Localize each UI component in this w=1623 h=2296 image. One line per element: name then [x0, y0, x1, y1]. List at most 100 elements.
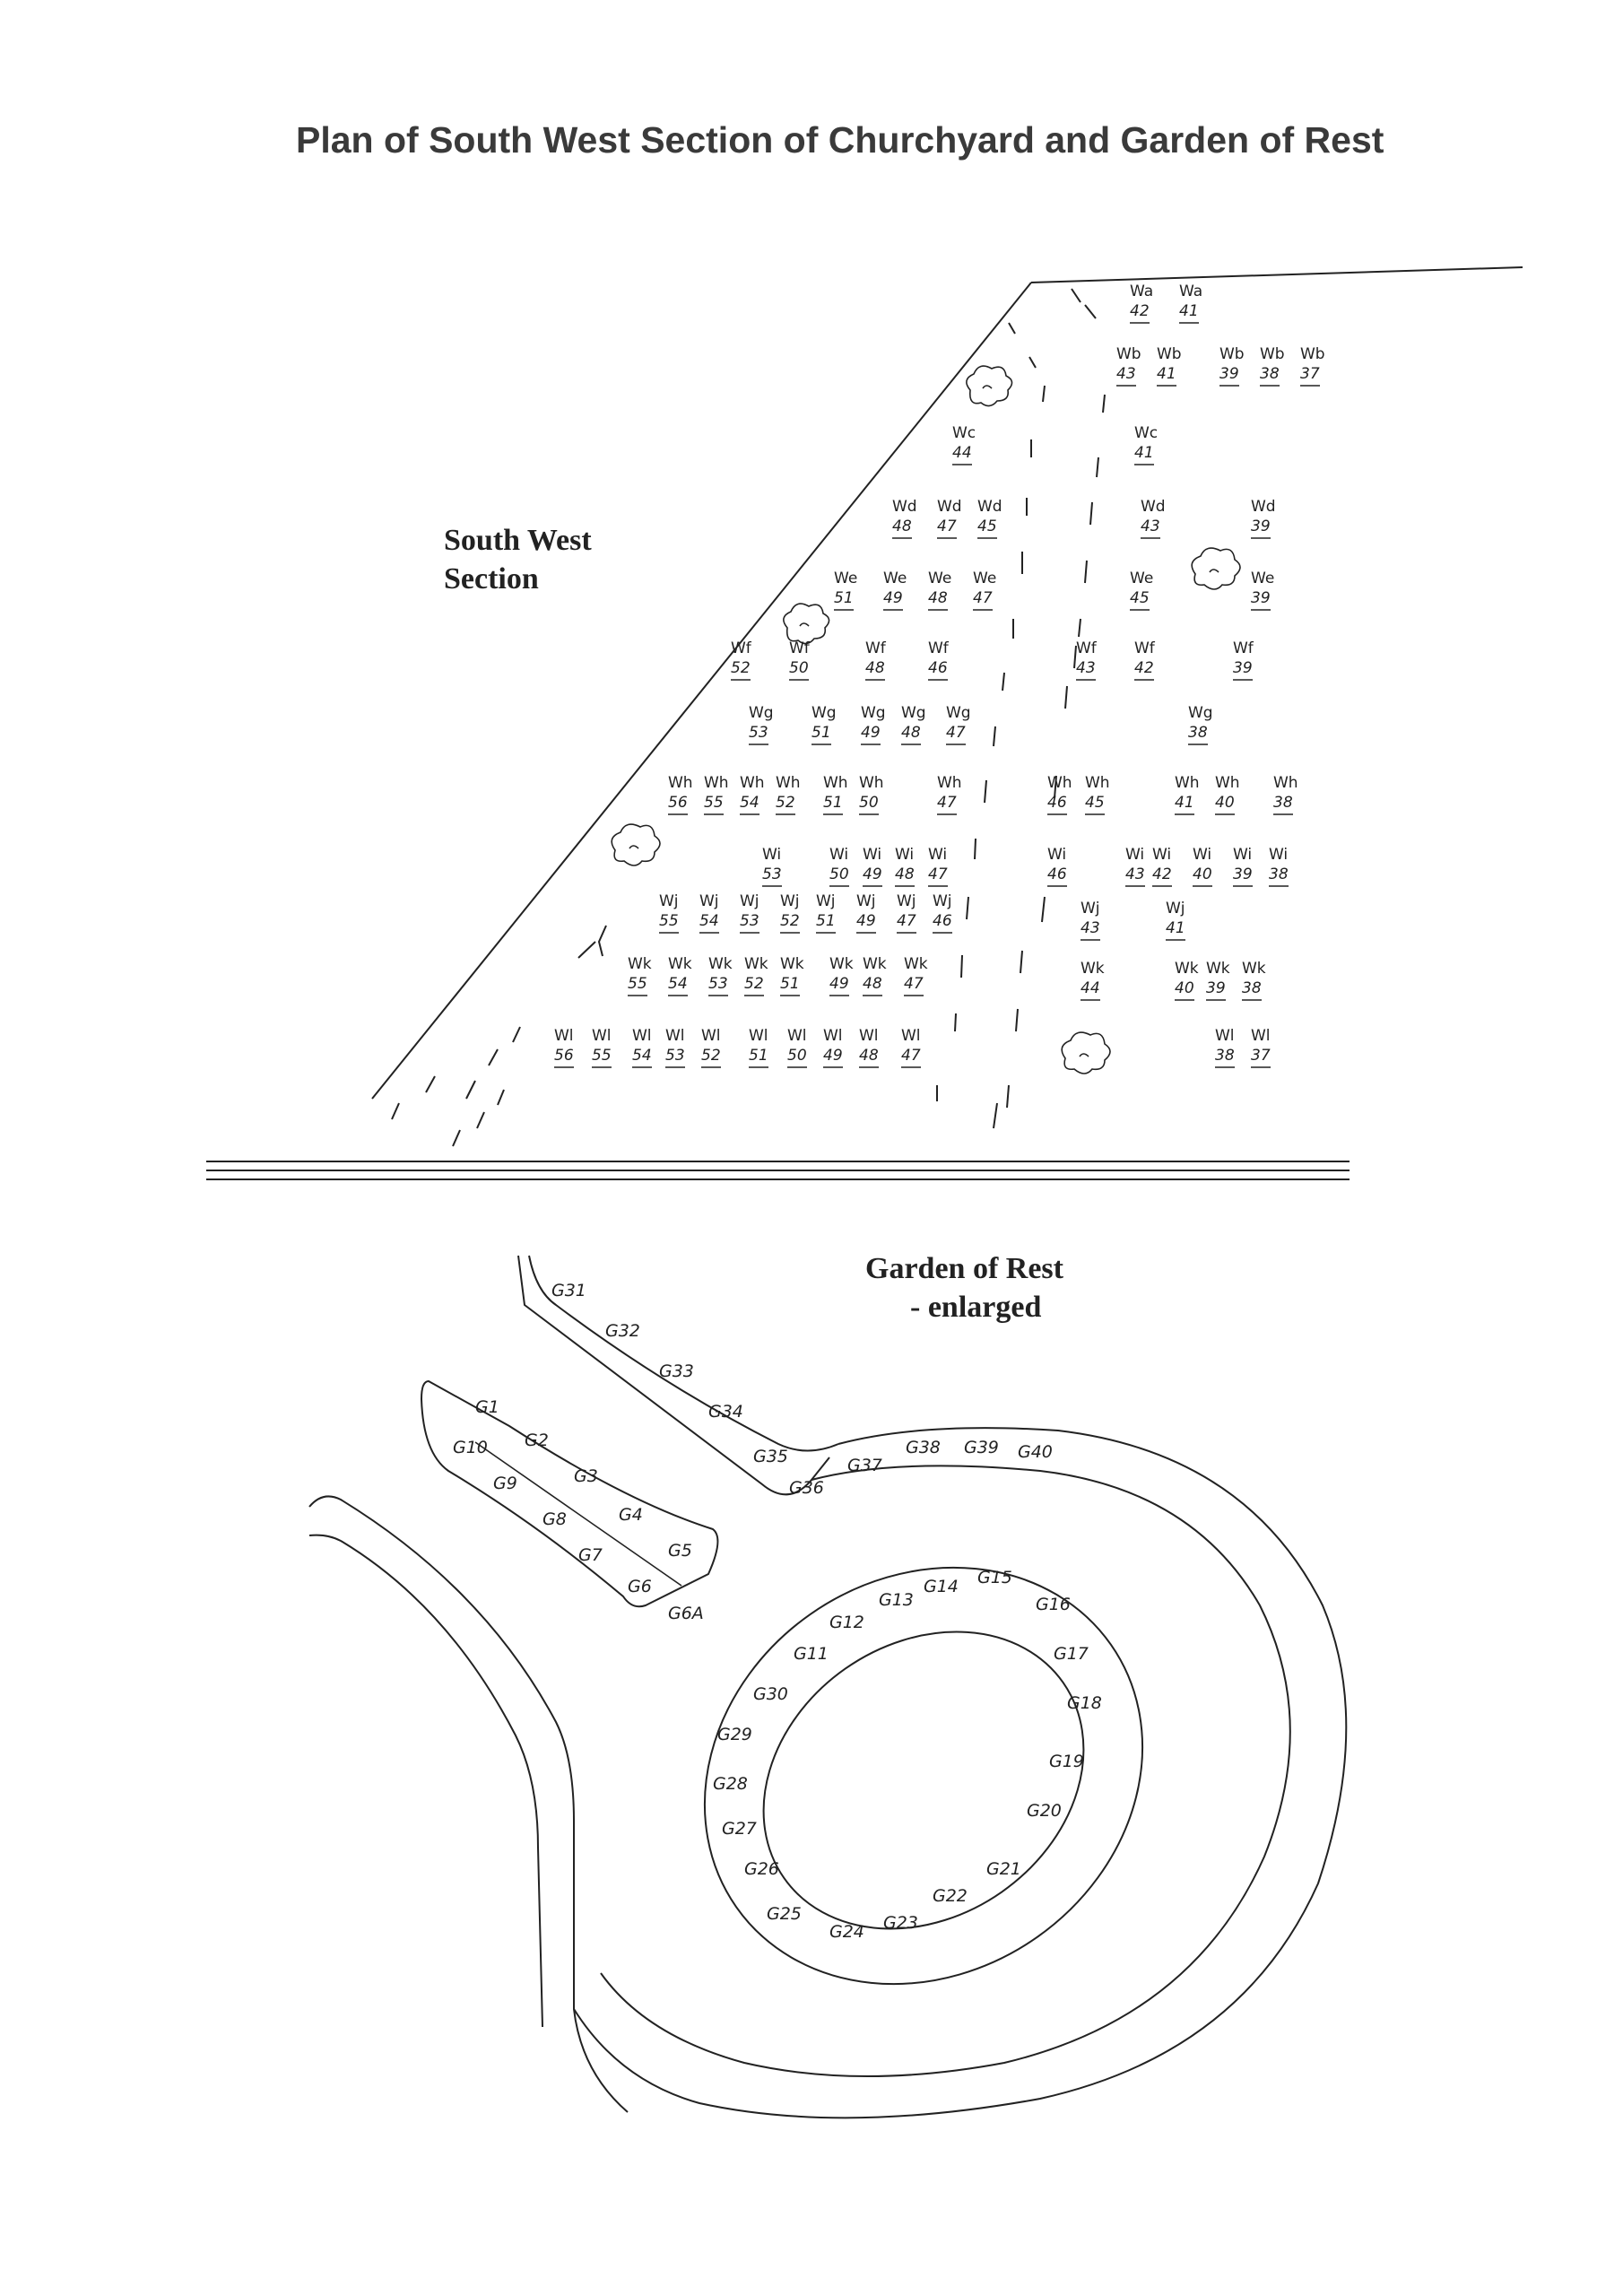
island-outline	[420, 1379, 719, 1608]
grave-plot-number: 41	[1166, 919, 1185, 937]
upper-strip-outline	[528, 1255, 839, 1452]
grave-plot-number: 53	[762, 865, 782, 883]
grave-row-code: Wl	[592, 1027, 612, 1045]
section-label-line2: Section	[444, 562, 539, 596]
grave-plot-number: 40	[1193, 865, 1212, 883]
grave-plot-number: 43	[1081, 919, 1100, 937]
grave-row-code: Wh	[1047, 774, 1072, 792]
grave-row-code: We	[1251, 570, 1274, 587]
grave-row-code: Wi	[1152, 846, 1171, 864]
grave-plot-number: 47	[928, 865, 948, 883]
grave-plot-number: 54	[699, 912, 719, 930]
grave-plot-number: 47	[937, 517, 957, 535]
grave-plot-number: 52	[776, 794, 795, 812]
grave-row-code: Wg	[901, 704, 926, 722]
grave-row-code: Wi	[1233, 846, 1252, 864]
grave-row-code: Wl	[901, 1027, 921, 1045]
garden-plot-label: G28	[713, 1774, 748, 1794]
grave-plot-number: 54	[668, 975, 688, 993]
grave-plot-number: 48	[863, 975, 882, 993]
grave-plot-number: 46	[1047, 794, 1067, 812]
grave-row-code: Wi	[1193, 846, 1211, 864]
grave-plot-number: 51	[749, 1047, 768, 1065]
grave-row-code: Wj	[699, 892, 719, 910]
section-label-line1: South West	[444, 524, 592, 557]
garden-plot-label: G12	[829, 1613, 864, 1632]
grave-plot-number: 52	[731, 659, 751, 677]
grave-row-code: Wd	[1141, 498, 1166, 516]
grave-plot-number: 47	[946, 724, 966, 742]
garden-plot-label: G30	[753, 1684, 788, 1704]
grave-plot-number: 37	[1300, 365, 1320, 383]
grave-plot-number: 49	[829, 975, 849, 993]
grave-plot-number: 48	[901, 724, 921, 742]
grave-plot-number: 50	[859, 794, 879, 812]
garden-plot-label: G6A	[668, 1604, 704, 1623]
grave-row-code: Wl	[701, 1027, 721, 1045]
grave-row-code: Wg	[749, 704, 774, 722]
grave-plot-number: 46	[1047, 865, 1067, 883]
grave-row-code: Wi	[863, 846, 881, 864]
grave-plot-number: 54	[632, 1047, 652, 1065]
grave-row-code: Wi	[928, 846, 947, 864]
grave-row-code: Wf	[928, 639, 950, 657]
grave-row-code: Wd	[1251, 498, 1276, 516]
grave-plot-number: 39	[1251, 517, 1271, 535]
garden-plot-label: G38	[906, 1438, 941, 1457]
grave-row-code: Wh	[937, 774, 962, 792]
grave-row-code: Wb	[1116, 345, 1141, 363]
grave-plot-number: 43	[1076, 659, 1096, 677]
grave-row-code: Wg	[861, 704, 886, 722]
grave-row-code: Wl	[665, 1027, 685, 1045]
grave-row-code: We	[834, 570, 857, 587]
shrub-icon	[783, 603, 830, 645]
grave-row-code: Wk	[1242, 960, 1266, 978]
inner-track-inner	[762, 1631, 1085, 1930]
grave-plot-number: 48	[859, 1047, 879, 1065]
grave-plot-number: 39	[1251, 589, 1271, 607]
grave-plot: Wh 46	[1047, 774, 1072, 815]
garden-plot-label: G17	[1054, 1644, 1089, 1664]
grave-row-code: Wf	[789, 639, 811, 657]
grave-plot-number: 42	[1134, 659, 1154, 677]
grave-plot-number: 47	[904, 975, 924, 993]
grave-plot-number: 49	[856, 912, 876, 930]
grave-row-code: Wj	[816, 892, 836, 910]
grave-plot-number: 45	[977, 517, 997, 535]
grave-plot-number: 38	[1260, 365, 1280, 383]
garden-plot-label: G21	[986, 1859, 1021, 1879]
grave-row-code: Wi	[829, 846, 848, 864]
